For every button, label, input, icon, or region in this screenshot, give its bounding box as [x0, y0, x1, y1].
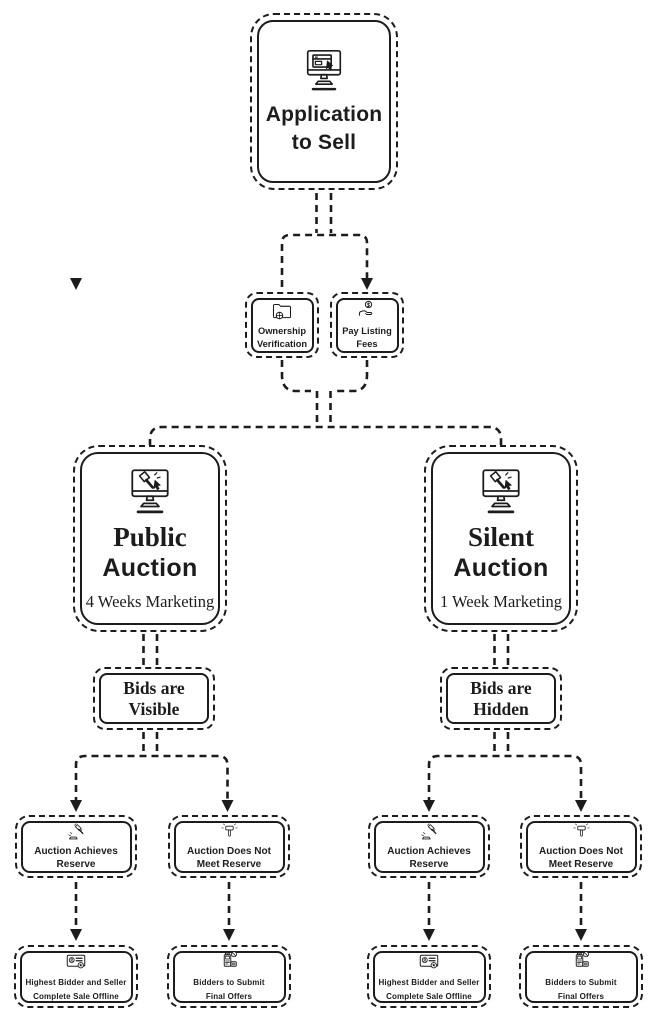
node-subtitle: 1 Week Marketing [439, 591, 563, 611]
folder-verification-icon [270, 299, 294, 323]
gavel-strike-icon [66, 822, 87, 843]
node-bids-are-visible-frame: Bids are Visible [99, 673, 209, 724]
payment-terminal-icon [217, 949, 241, 973]
node-public-bidders-final-offers: Bidders to Submit Final Offers [167, 945, 291, 1008]
node-label: Ownership Verification [256, 325, 308, 349]
node-label: Pay Listing Fees [342, 325, 392, 349]
node-ownership-verification-frame: Ownership Verification [250, 297, 314, 353]
online-auction-monitor-icon [125, 465, 175, 515]
gavel-strike-icon [419, 822, 440, 843]
node-pay-listing-fees: Pay Listing Fees [330, 292, 404, 358]
node-title-2: Auction [453, 553, 549, 582]
node-label: Auction Does Not Meet Reserve [539, 845, 623, 871]
node-frame: Bidders to Submit Final Offers [524, 949, 638, 1003]
hand-coin-icon [355, 299, 379, 323]
node-bids-are-visible: Bids are Visible [93, 667, 215, 730]
node-silent-auction-frame: Silent Auction 1 Week Marketing [431, 452, 571, 625]
node-application-to-sell-frame: Application to Sell [257, 20, 391, 183]
node-public-auction: Public Auction 4 Weeks Marketing [73, 445, 227, 632]
node-label: Bids are Hidden [470, 677, 532, 719]
node-bids-are-hidden: Bids are Hidden [440, 667, 562, 730]
id-badge-star-icon [64, 949, 88, 973]
node-label: Auction Achieves Reserve [34, 845, 118, 871]
node-label: Highest Bidder and Seller Complete Sale … [378, 978, 480, 1001]
node-frame: Highest Bidder and Seller Complete Sale … [372, 949, 486, 1003]
node-public-highest-bidder-sale-offline: Highest Bidder and Seller Complete Sale … [14, 945, 138, 1008]
node-frame: Highest Bidder and Seller Complete Sale … [19, 949, 133, 1003]
node-label: Auction Achieves Reserve [387, 845, 471, 871]
node-silent-highest-bidder-sale-offline: Highest Bidder and Seller Complete Sale … [367, 945, 491, 1008]
node-public-auction-frame: Public Auction 4 Weeks Marketing [80, 452, 220, 625]
node-frame: Auction Achieves Reserve [20, 820, 132, 873]
node-silent-auction-achieves-reserve: Auction Achieves Reserve [368, 815, 490, 878]
node-label: Bids are Visible [123, 677, 185, 719]
gavel-upright-icon [219, 822, 240, 843]
node-label: Auction Does Not Meet Reserve [187, 845, 271, 871]
payment-terminal-icon [569, 949, 593, 973]
gavel-upright-icon [571, 822, 592, 843]
node-silent-bidders-final-offers: Bidders to Submit Final Offers [519, 945, 643, 1008]
online-auction-monitor-icon [476, 465, 526, 515]
node-public-auction-does-not-meet-reserve: Auction Does Not Meet Reserve [168, 815, 290, 878]
node-ownership-verification: Ownership Verification [245, 292, 319, 358]
node-label: Highest Bidder and Seller Complete Sale … [25, 978, 127, 1001]
node-pay-listing-fees-frame: Pay Listing Fees [335, 297, 399, 353]
node-title-2: Auction [102, 553, 198, 582]
computer-application-icon [301, 46, 347, 92]
node-frame: Auction Achieves Reserve [373, 820, 485, 873]
node-label: Application to Sell [265, 103, 383, 154]
node-title: Public [113, 522, 187, 553]
node-frame: Bidders to Submit Final Offers [172, 949, 286, 1003]
node-frame: Auction Does Not Meet Reserve [173, 820, 285, 873]
node-public-auction-achieves-reserve: Auction Achieves Reserve [15, 815, 137, 878]
node-label: Bidders to Submit Final Offers [545, 978, 617, 1001]
node-application-to-sell: Application to Sell [250, 13, 398, 190]
id-badge-star-icon [417, 949, 441, 973]
node-subtitle: 4 Weeks Marketing [85, 591, 215, 611]
node-frame: Auction Does Not Meet Reserve [525, 820, 637, 873]
node-label: Bidders to Submit Final Offers [193, 978, 265, 1001]
node-title: Silent [467, 522, 534, 553]
node-silent-auction-does-not-meet-reserve: Auction Does Not Meet Reserve [520, 815, 642, 878]
node-silent-auction: Silent Auction 1 Week Marketing [424, 445, 578, 632]
node-bids-are-hidden-frame: Bids are Hidden [446, 673, 556, 724]
